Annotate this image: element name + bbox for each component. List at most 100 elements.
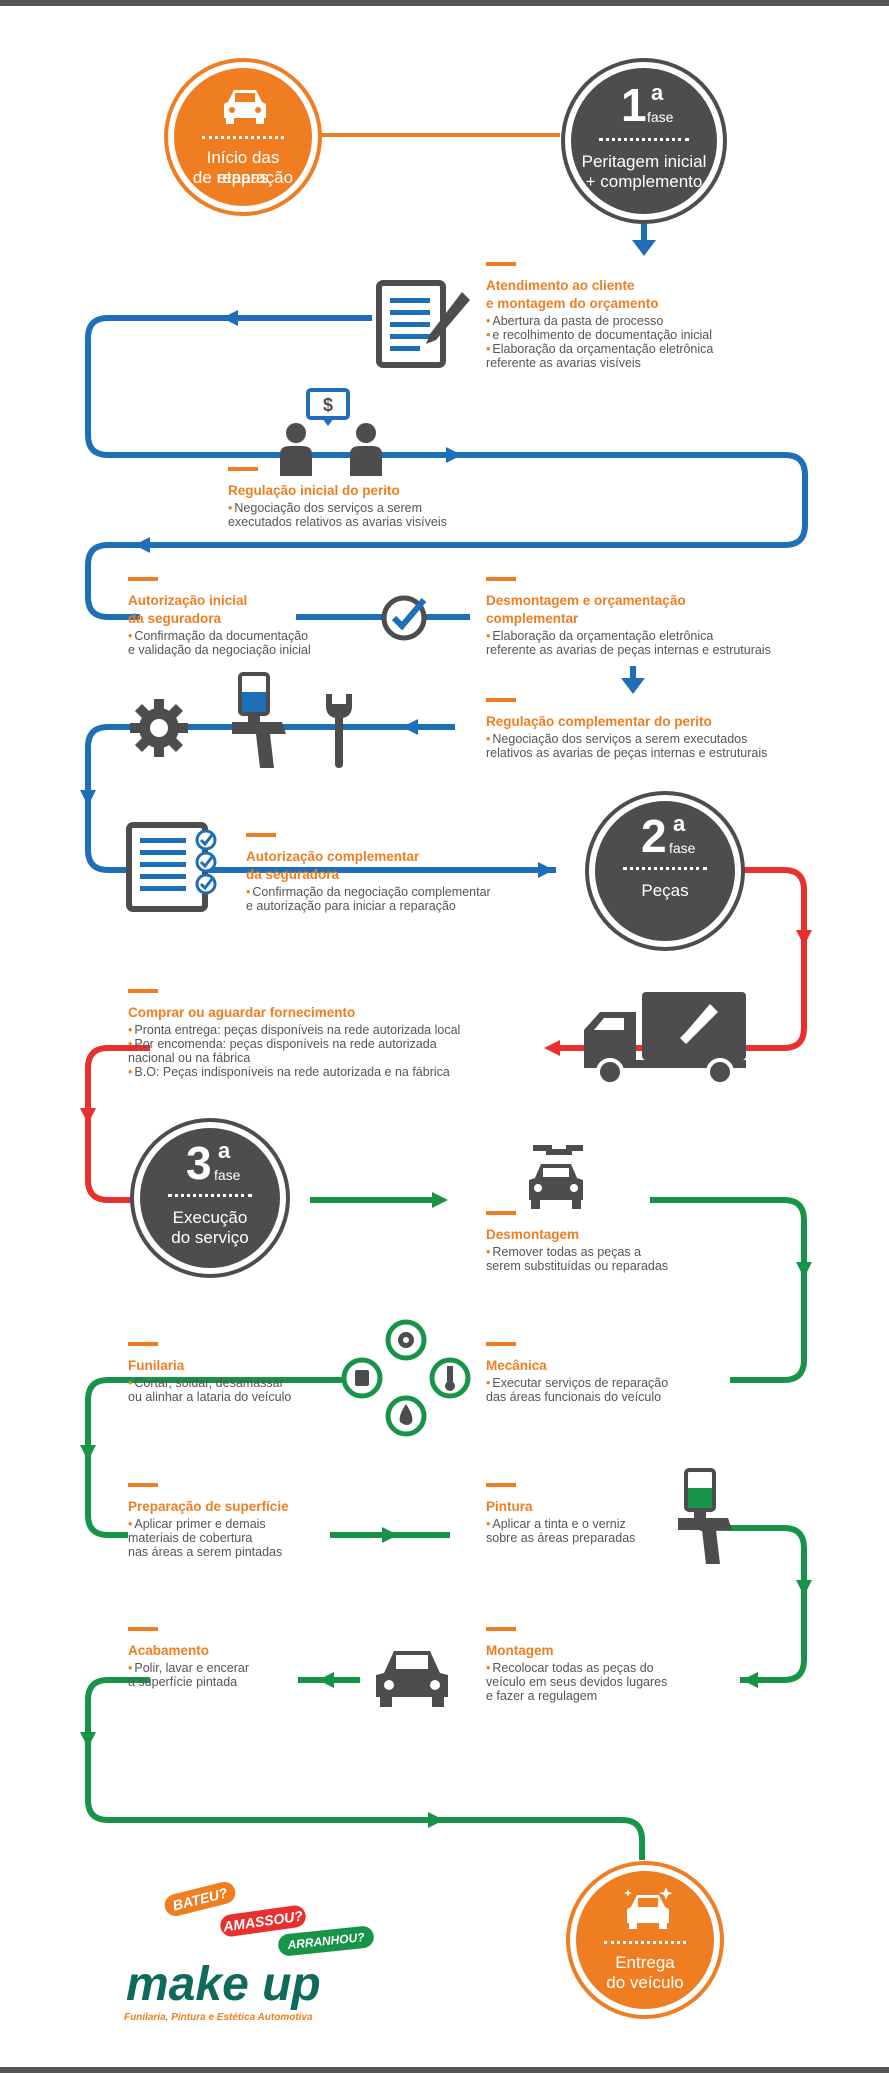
step-pintura: Pintura Aplicar a tinta e o verniz sobre… xyxy=(486,1483,686,1545)
step-autorizacao-complementar: Autorização complementar da seguradora C… xyxy=(246,833,566,913)
step-bullet: Aplicar primer e demais xyxy=(128,1517,348,1531)
spray-gun-green-icon xyxy=(678,1468,732,1564)
accent-tick xyxy=(128,989,158,993)
step-bullet-cont: sobre as áreas preparadas xyxy=(486,1531,636,1545)
end-circle: Entrega do veículo xyxy=(570,1865,720,2015)
tools-cluster-icon xyxy=(341,1319,471,1437)
step-bullet: Elaboração da orçamentação eletrônica xyxy=(486,342,846,356)
step-title: complementar xyxy=(486,611,579,626)
step-bullet-cont: executados relativos as avarias visíveis xyxy=(228,515,447,529)
step-bullet: Remover todas as peças a xyxy=(486,1245,786,1259)
step-bullet-cont: e recolhimento de documentação inicial xyxy=(486,328,846,342)
end-label-1: Entrega xyxy=(615,1953,675,1972)
step-bullet-cont: e validação da negociação inicial xyxy=(128,643,311,657)
accent-tick xyxy=(228,467,258,471)
step-bullet-cont: materiais de cobertura xyxy=(128,1531,253,1545)
step-bullet: Executar serviços de reparação xyxy=(486,1376,786,1390)
accent-tick xyxy=(486,698,516,702)
step-bullet-cont: e autorização para iniciar a reparação xyxy=(246,899,456,913)
step-atendimento: Atendimento ao cliente e montagem do orç… xyxy=(486,262,846,370)
step-bullet-cont: e fazer a regulagem xyxy=(486,1689,598,1703)
gear-icon xyxy=(130,699,188,757)
step-bullet: Recolocar todas as peças do xyxy=(486,1661,726,1675)
document-pen-icon xyxy=(376,280,470,368)
step-bullet: Pronta entrega: peças disponíveis na red… xyxy=(128,1023,548,1037)
accent-tick xyxy=(486,1342,516,1346)
step-desmontagem: Desmontagem Remover todas as peças a ser… xyxy=(486,1211,786,1273)
phase3-label-1: Execução xyxy=(172,1208,248,1227)
step-title: Regulação inicial do perito xyxy=(228,483,400,498)
step-title: Autorização inicial xyxy=(128,593,248,608)
step-regulacao-complementar: Regulação complementar do perito Negocia… xyxy=(486,698,846,760)
phase1-sup: a xyxy=(651,80,664,105)
step-bullet-cont: relativos as avarias de peças internas e… xyxy=(486,746,768,760)
step-funilaria: Funilaria Cortar, soldar, desamassar ou … xyxy=(128,1342,348,1404)
check-circle-icon xyxy=(381,595,427,641)
step-bullet-cont: referente as avarias visíveis xyxy=(486,356,641,370)
accent-tick xyxy=(486,1483,516,1487)
step-bullet-cont: a superfície pintada xyxy=(128,1675,238,1689)
phase3-word: fase xyxy=(214,1167,241,1183)
step-bullet: Aplicar a tinta e o verniz xyxy=(486,1517,686,1531)
step-montagem: Montagem Recolocar todas as peças do veí… xyxy=(486,1627,726,1703)
step-title: Acabamento xyxy=(128,1643,210,1658)
step-title: Desmontagem xyxy=(486,1227,580,1242)
phase2-circle: 2 a fase Peças xyxy=(589,795,741,947)
accent-tick xyxy=(486,262,516,266)
step-bullet: Cortar, soldar, desamassar xyxy=(128,1376,348,1390)
phase3-sup: a xyxy=(218,1138,231,1163)
phase3-number: 3 xyxy=(186,1137,212,1189)
accent-tick xyxy=(486,1211,516,1215)
svg-text:$: $ xyxy=(323,395,333,415)
step-comprar: Comprar ou aguardar fornecimento Pronta … xyxy=(128,989,548,1079)
spray-gun-icon xyxy=(232,672,286,768)
step-bullet: B.O: Peças indisponíveis na rede autoriz… xyxy=(128,1065,548,1079)
phase3-circle: 3 a fase Execução do serviço xyxy=(134,1122,286,1274)
step-preparacao: Preparação de superfície Aplicar primer … xyxy=(128,1483,348,1559)
step-bullet: Confirmação da negociação complementar xyxy=(246,885,566,899)
step-title: Desmontagem e orçamentação xyxy=(486,593,686,608)
step-title: Mecânica xyxy=(486,1358,547,1373)
car-wrench-icon xyxy=(529,1145,583,1209)
step-regulacao-inicial: Regulação inicial do perito Negociação d… xyxy=(228,467,548,529)
step-title: Regulação complementar do perito xyxy=(486,714,712,729)
accent-tick xyxy=(128,577,158,581)
accent-tick xyxy=(246,833,276,837)
step-title: Funilaria xyxy=(128,1358,185,1373)
accent-tick xyxy=(486,577,516,581)
step-bullet-cont: nacional ou na fábrica xyxy=(128,1051,251,1065)
phase1-circle: 1 a fase Peritagem inicial + complemento xyxy=(565,62,723,220)
step-title: Preparação de superfície xyxy=(128,1499,289,1514)
step-bullet: Por encomenda: peças disponíveis na rede… xyxy=(128,1037,548,1051)
step-bullet-cont: serem substituídas ou reparadas xyxy=(486,1259,669,1273)
truck-icon xyxy=(584,992,746,1086)
step-bullet: Polir, lavar e encerar xyxy=(128,1661,348,1675)
step-title: e montagem do orçamento xyxy=(486,296,659,311)
step-desmontagem-orcamentacao: Desmontagem e orçamentação complementar … xyxy=(486,577,846,657)
step-bullet-cont: das áreas funcionais do veículo xyxy=(486,1390,662,1404)
end-label-2: do veículo xyxy=(606,1973,684,1992)
step-title: Atendimento ao cliente xyxy=(486,278,635,293)
step-title: da seguradora xyxy=(246,867,340,882)
top-border xyxy=(0,0,889,6)
step-autorizacao-inicial: Autorização inicial da seguradora Confir… xyxy=(128,577,368,657)
step-title: Pintura xyxy=(486,1499,533,1514)
checklist-icon xyxy=(126,822,217,912)
start-circle: Início das etapas de reparação xyxy=(168,62,318,212)
logo-bubble-bateu: BATEU? xyxy=(162,1879,238,1919)
bottom-border xyxy=(0,2067,889,2073)
logo-bubble-arranhou: ARRANHOU? xyxy=(277,1925,375,1957)
phase2-word: fase xyxy=(669,840,696,856)
accent-tick xyxy=(128,1483,158,1487)
step-title: da seguradora xyxy=(128,611,222,626)
phase1-label-2: + complemento xyxy=(585,172,703,191)
logo-tagline: Funilaria, Pintura e Estética Automotiva xyxy=(124,2012,313,2023)
step-bullet-cont: ou alinhar a lataria do veículo xyxy=(128,1390,292,1404)
phase2-label-1: Peças xyxy=(641,881,689,900)
people-money-icon: $ xyxy=(280,388,382,476)
step-bullet: Negociação dos serviços a serem xyxy=(228,501,548,515)
wrench-icon xyxy=(326,694,352,768)
phase1-word: fase xyxy=(647,109,674,125)
step-bullet-text: e recolhimento de documentação inicial xyxy=(492,328,712,342)
